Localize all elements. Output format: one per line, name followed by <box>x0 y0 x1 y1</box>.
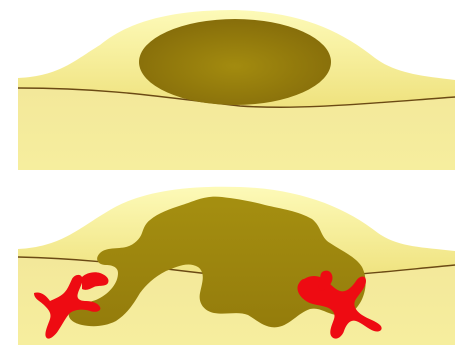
panel-invasive-lesion <box>0 175 467 345</box>
panel-circumscribed-lesion <box>0 0 467 170</box>
lesion-mass <box>139 19 331 105</box>
